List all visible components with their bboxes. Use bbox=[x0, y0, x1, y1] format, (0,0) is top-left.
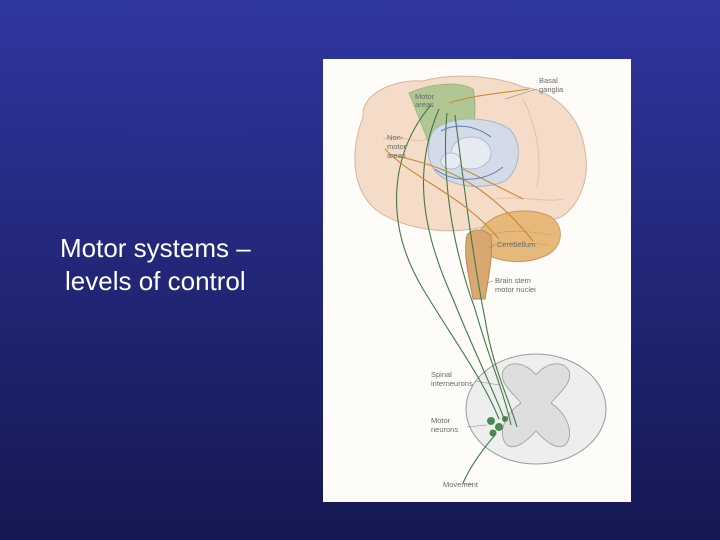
pathway-green-2 bbox=[422, 108, 506, 422]
spinal-gray-matter bbox=[501, 363, 571, 448]
pathway-green-3 bbox=[444, 112, 512, 426]
diagram-svg: Basal ganglia Motor areas Non- motor are… bbox=[354, 75, 607, 489]
label-basal-ganglia-1: Basal bbox=[539, 76, 558, 85]
slide-title: Motor systems – levels of control bbox=[60, 232, 310, 297]
label-brainstem-2: motor nuclei bbox=[495, 285, 536, 294]
slide-title-line-1: Motor systems – bbox=[60, 233, 251, 263]
label-nonmotor-2: motor bbox=[387, 142, 407, 151]
label-cerebellum: Cerebellum bbox=[497, 240, 535, 249]
label-nonmotor-1: Non- bbox=[387, 133, 404, 142]
label-spinal-interneurons-2: interneurons bbox=[431, 379, 473, 388]
brain-stem bbox=[465, 229, 492, 300]
label-spinal-interneurons-1: Spinal bbox=[431, 370, 452, 379]
pathway-blue-2 bbox=[440, 125, 492, 138]
pathway-green-4 bbox=[454, 114, 518, 428]
pathway-orange-1 bbox=[384, 148, 500, 240]
label-brainstem-1: Brain stem bbox=[495, 276, 531, 285]
pathway-orange-4 bbox=[462, 168, 524, 200]
pathway-green-1 bbox=[396, 104, 500, 420]
slide-title-line-2: levels of control bbox=[65, 265, 246, 296]
label-motor-neurons-2: neurons bbox=[431, 425, 458, 434]
label-motor-areas-1: Motor bbox=[415, 92, 435, 101]
pathway-blue-1 bbox=[434, 166, 504, 180]
pathway-orange-3 bbox=[448, 88, 530, 104]
label-basal-ganglia-2: ganglia bbox=[539, 85, 564, 94]
motor-control-diagram: Basal ganglia Motor areas Non- motor are… bbox=[323, 59, 631, 502]
pathway-output bbox=[462, 434, 496, 484]
label-nonmotor-3: areas bbox=[387, 151, 406, 160]
label-motor-areas-2: areas bbox=[415, 100, 434, 109]
label-movement: Movement bbox=[443, 480, 479, 489]
label-motor-neurons-1: Motor bbox=[431, 416, 451, 425]
